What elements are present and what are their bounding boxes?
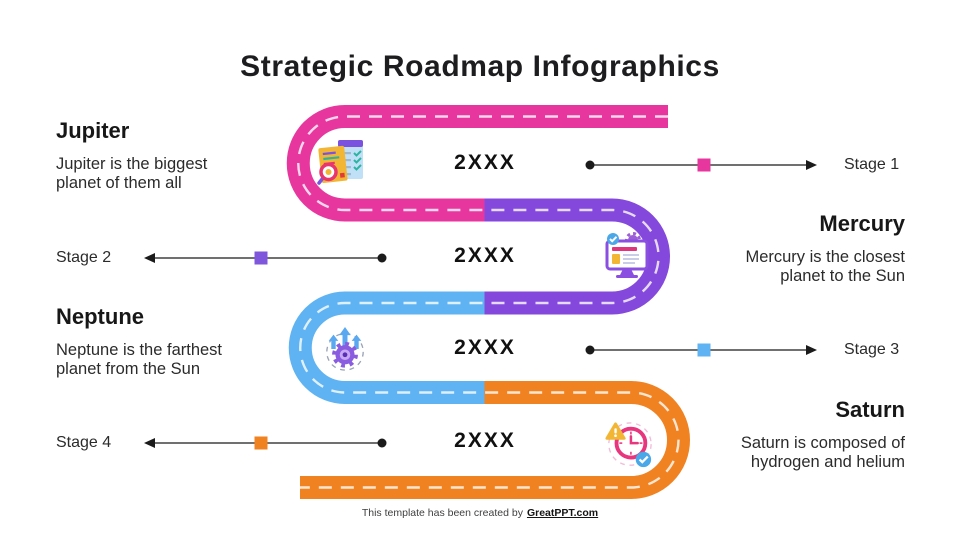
planet-description: Jupiter is the biggest planet of them al… <box>56 155 208 192</box>
stage1-connector <box>585 158 817 172</box>
planet-block-mercury: Mercury Mercury is the closest planet to… <box>665 211 905 286</box>
year-label-3: 2XXX <box>454 336 516 359</box>
stage1-marker <box>697 158 711 172</box>
planet-description: Mercury is the closest planet to the Sun <box>745 248 905 285</box>
arrow-left-icon <box>144 438 155 448</box>
arrow-left-icon <box>144 253 155 263</box>
stage3-marker <box>697 343 711 357</box>
stage-label-1: Stage 1 <box>844 156 900 173</box>
planet-description: Neptune is the farthest planet from the … <box>56 341 223 378</box>
stage-label-3: Stage 3 <box>844 341 900 358</box>
page-title: Strategic Roadmap Infographics <box>240 50 720 83</box>
footer-text: This template has been created by <box>361 507 523 519</box>
planet-name: Jupiter <box>56 118 130 143</box>
planet-name: Saturn <box>835 397 905 422</box>
arrow-right-icon <box>806 160 817 170</box>
connector-dot <box>585 160 595 170</box>
stage4-marker <box>254 436 268 450</box>
planet-name: Neptune <box>56 304 144 329</box>
stage2-connector <box>144 251 387 265</box>
stage3-connector <box>585 343 817 357</box>
stage4-connector <box>144 436 387 450</box>
arrow-right-icon <box>806 345 817 355</box>
year-label-2: 2XXX <box>454 244 516 267</box>
planet-block-saturn: Saturn Saturn is composed of hydrogen an… <box>665 397 905 472</box>
year-label-4: 2XXX <box>454 429 516 452</box>
planet-block-neptune: Neptune Neptune is the farthest planet f… <box>56 304 296 379</box>
planet-block-jupiter: Jupiter Jupiter is the biggest planet of… <box>56 118 296 193</box>
year-label-1: 2XXX <box>454 151 516 174</box>
stage2-marker <box>254 251 268 265</box>
road-centerline <box>297 115 680 489</box>
stage-label-2: Stage 2 <box>56 249 112 266</box>
planet-name: Mercury <box>819 211 905 236</box>
connector-dot <box>377 438 387 448</box>
greatppt-link[interactable]: GreatPPT.com <box>526 507 599 519</box>
planet-description: Saturn is composed of hydrogen and heliu… <box>740 434 905 471</box>
connector-dot <box>585 345 595 355</box>
connector-dot <box>377 253 387 263</box>
stage-label-4: Stage 4 <box>56 434 112 451</box>
